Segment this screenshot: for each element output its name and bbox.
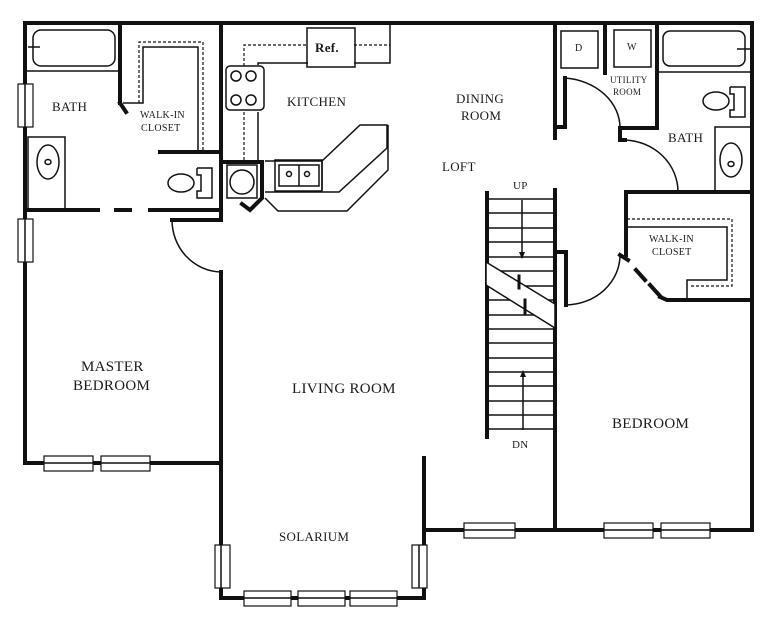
room-label-bedroom: BEDROOM — [612, 416, 690, 432]
appliance-label-refrigerator: Ref. — [315, 40, 339, 55]
room-label-bath-right: BATH — [668, 130, 704, 145]
room-label-solarium: SOLARIUM — [279, 529, 350, 544]
room-label-master-line2: BEDROOM — [73, 378, 151, 394]
room-label-dining-line2: ROOM — [461, 108, 502, 123]
appliance-label-washer: W — [627, 42, 637, 53]
door-dash-marks — [633, 267, 663, 299]
washer-dryer — [560, 29, 652, 69]
room-label-walk-in-closet-right-line1: WALK-IN — [649, 234, 694, 245]
room-label-dining-line1: DINING — [456, 91, 505, 106]
room-label-master-line1: MASTER — [81, 359, 144, 375]
right-closet-shelf — [627, 218, 733, 298]
room-label-loft: LOFT — [442, 159, 476, 174]
room-label-utility-line1: UTILITY — [610, 75, 648, 85]
left-bath-fixtures — [25, 29, 213, 211]
staircase — [485, 198, 556, 430]
stairs-label-up: UP — [513, 180, 528, 192]
room-label-utility-line2: ROOM — [613, 87, 642, 97]
left-closet-shelf — [123, 41, 204, 151]
kitchen-counters — [225, 23, 391, 212]
room-label-living-room: LIVING ROOM — [292, 381, 396, 397]
appliance-label-dryer: D — [575, 43, 583, 54]
room-label-bath-left: BATH — [52, 99, 88, 114]
room-label-walk-in-closet-left-line1: WALK-IN — [140, 110, 185, 121]
room-label-kitchen: KITCHEN — [287, 94, 347, 109]
room-label-walk-in-closet-right-line2: CLOSET — [652, 247, 692, 258]
exterior-walls — [23, 21, 754, 600]
door-swings — [171, 77, 679, 306]
stairs-label-down: DN — [512, 439, 529, 451]
room-label-walk-in-closet-left-line2: CLOSET — [141, 123, 181, 134]
windows — [17, 83, 711, 607]
right-bath-fixtures — [657, 30, 753, 193]
